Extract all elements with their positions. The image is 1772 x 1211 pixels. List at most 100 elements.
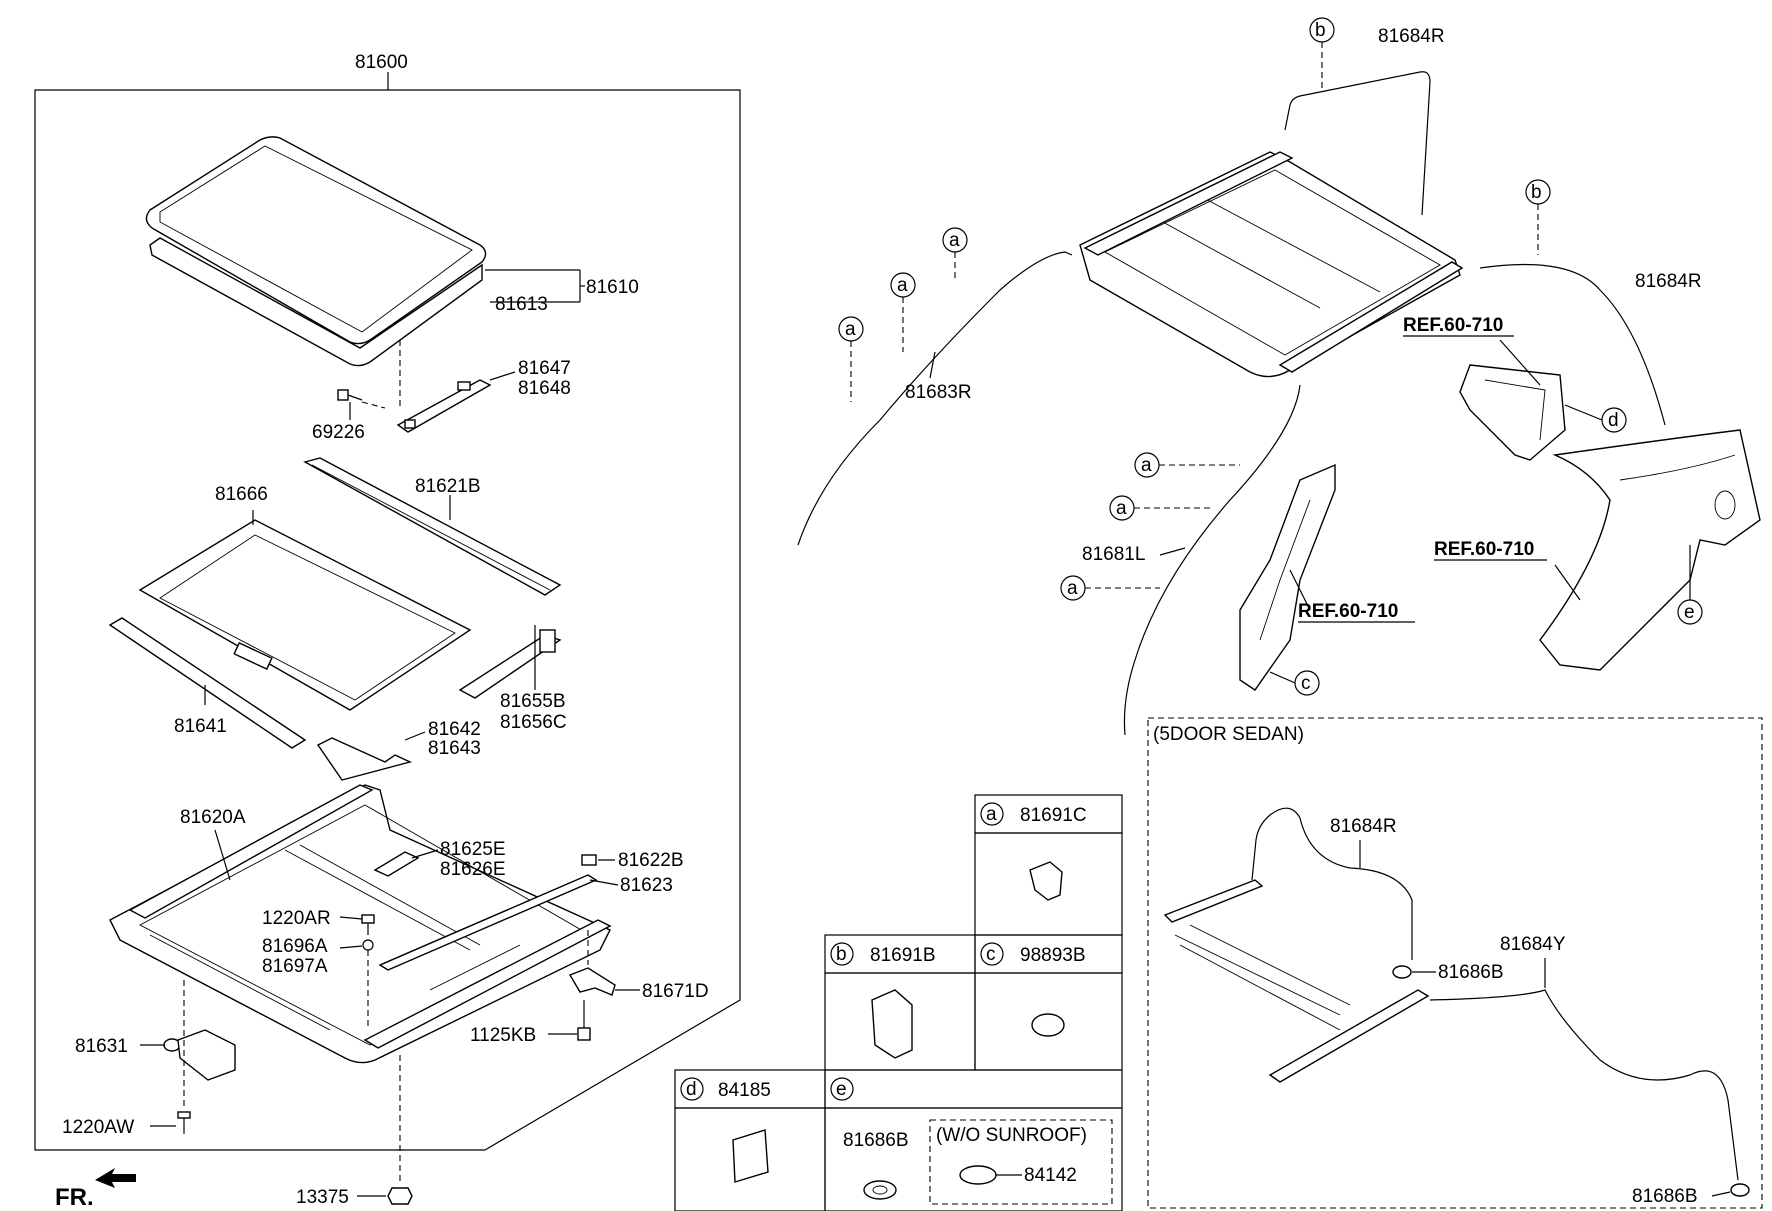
wo-sunroof-part: 84142 xyxy=(1024,1165,1077,1186)
screw-69226 xyxy=(337,389,363,401)
inner-panel xyxy=(1459,364,1566,461)
label-81666: 81666 xyxy=(215,484,268,505)
label-69226: 69226 xyxy=(312,422,365,443)
drain-hose-81683R xyxy=(797,251,1073,546)
inset-border xyxy=(1147,717,1763,1209)
label-81610: 81610 xyxy=(586,277,639,298)
label-1125KB: 1125KB xyxy=(470,1025,536,1046)
drive-cable-81642 xyxy=(316,737,413,781)
label-81622B: 81622B xyxy=(618,850,684,871)
sunshade-strip xyxy=(108,617,307,749)
clip-81691C-icon xyxy=(1029,861,1063,901)
callout-a-4-letter: a xyxy=(1141,455,1152,476)
label-81684Y: 81684Y xyxy=(1500,934,1566,955)
label-81613: 81613 xyxy=(495,294,548,315)
callout-d-letter: d xyxy=(1608,410,1619,431)
label-81642: 81642 xyxy=(428,719,481,740)
clip-parts-table: a 81691C b 81691B c 98893B d 84185 e 816… xyxy=(674,794,1123,1211)
label-81671D: 81671D xyxy=(642,981,709,1002)
grommet-inset-1 xyxy=(1392,965,1412,979)
label-81600: 81600 xyxy=(355,52,408,73)
callout-a-3-letter: a xyxy=(845,319,856,340)
fr-label: FR. xyxy=(55,1184,94,1211)
table-callout-b xyxy=(830,942,854,966)
grommet-inset-2 xyxy=(1730,1183,1750,1197)
pillar-panel xyxy=(1239,463,1336,691)
label-81655B: 81655B xyxy=(500,691,566,712)
roof-frame-assembly xyxy=(1079,151,1464,378)
label-13375: 13375 xyxy=(296,1187,349,1208)
table-callout-b-letter: b xyxy=(836,944,847,965)
bracket-81671D xyxy=(568,967,616,996)
callout-c-letter: c xyxy=(1301,673,1311,694)
quarter-panel xyxy=(1539,429,1761,671)
screw-1220AW xyxy=(177,1111,191,1134)
five-door-sedan-inset: (5DOOR SEDAN) 81684R 81686B 81684Y 81686… xyxy=(1147,717,1763,1209)
table-callout-d xyxy=(680,1077,704,1101)
label-81686B-inset1: 81686B xyxy=(1438,962,1504,983)
front-direction-indicator: FR. xyxy=(55,1168,136,1211)
bracket-81625E xyxy=(373,851,420,877)
label-81681L: 81681L xyxy=(1082,544,1145,565)
label-81684R-inset: 81684R xyxy=(1330,816,1397,837)
table-part-a: 81691C xyxy=(1020,805,1087,826)
label-1220AW: 1220AW xyxy=(62,1117,134,1138)
glass-panel xyxy=(145,136,487,367)
label-81686B-inset2: 81686B xyxy=(1632,1186,1698,1207)
label-81647: 81647 xyxy=(518,358,571,379)
drain-hose-81684R-top xyxy=(1284,71,1431,216)
label-81684R-top: 81684R xyxy=(1378,26,1445,47)
sunshade-panel xyxy=(138,519,472,711)
table-part-d: 84185 xyxy=(718,1080,771,1101)
wo-sunroof-label: (W/O SUNROOF) xyxy=(936,1125,1087,1146)
table-callout-d-letter: d xyxy=(686,1079,697,1100)
label-81697A: 81697A xyxy=(262,956,328,977)
inset-title: (5DOOR SEDAN) xyxy=(1153,724,1304,745)
callout-a-6-letter: a xyxy=(1067,578,1078,599)
table-part-b: 81691B xyxy=(870,945,936,966)
callout-a-2-letter: a xyxy=(897,275,908,296)
table-callout-e-letter: e xyxy=(836,1079,847,1100)
assembly-border xyxy=(34,89,741,1151)
label-81631: 81631 xyxy=(75,1036,128,1057)
label-81656C: 81656C xyxy=(500,712,567,733)
front-deflector xyxy=(303,457,562,596)
ref-60-710-quarter: REF.60-710 xyxy=(1434,539,1534,560)
table-callout-a-letter: a xyxy=(986,804,997,825)
sunroof-motor xyxy=(163,1029,236,1081)
label-81620A: 81620A xyxy=(180,807,246,828)
ref-60-710-inner: REF.60-710 xyxy=(1403,315,1503,336)
clip-81691B-icon xyxy=(871,989,913,1059)
sunroof-assembly-group: 81600 81610 81613 81647 81648 69226 xyxy=(34,52,741,1208)
label-81643: 81643 xyxy=(428,738,481,759)
label-81648: 81648 xyxy=(518,378,571,399)
table-part-c: 98893B xyxy=(1020,945,1086,966)
callout-b-top-letter: b xyxy=(1315,20,1326,41)
label-81684R-right: 81684R xyxy=(1635,271,1702,292)
nut-13375 xyxy=(387,1187,413,1205)
label-81683R: 81683R xyxy=(905,382,972,403)
seal-81623 xyxy=(378,874,598,971)
label-81623: 81623 xyxy=(620,875,673,896)
drain-hose-81681L xyxy=(1123,384,1301,736)
wo-sunroof-box xyxy=(929,1119,1113,1205)
table-part-e: 81686B xyxy=(843,1130,909,1151)
bolt-1125KB xyxy=(577,1000,591,1041)
table-callout-a xyxy=(980,802,1004,826)
label-1220AR: 1220AR xyxy=(262,908,331,929)
front-arrow-icon xyxy=(95,1168,136,1188)
callout-e-letter: e xyxy=(1684,602,1695,623)
label-81696A: 81696A xyxy=(262,936,328,957)
label-81625E: 81625E xyxy=(440,839,506,860)
plug-98893B-icon xyxy=(1031,1013,1065,1037)
callout-b-right-letter: b xyxy=(1531,182,1542,203)
plug-84142-icon xyxy=(959,1165,997,1185)
label-81621B: 81621B xyxy=(415,476,481,497)
callout-a-1-letter: a xyxy=(949,230,960,251)
ref-60-710-pillar: REF.60-710 xyxy=(1298,601,1398,622)
table-callout-e xyxy=(830,1077,854,1101)
label-81641: 81641 xyxy=(174,716,227,737)
clip-81622B xyxy=(581,854,597,866)
callout-a-5-letter: a xyxy=(1116,498,1127,519)
